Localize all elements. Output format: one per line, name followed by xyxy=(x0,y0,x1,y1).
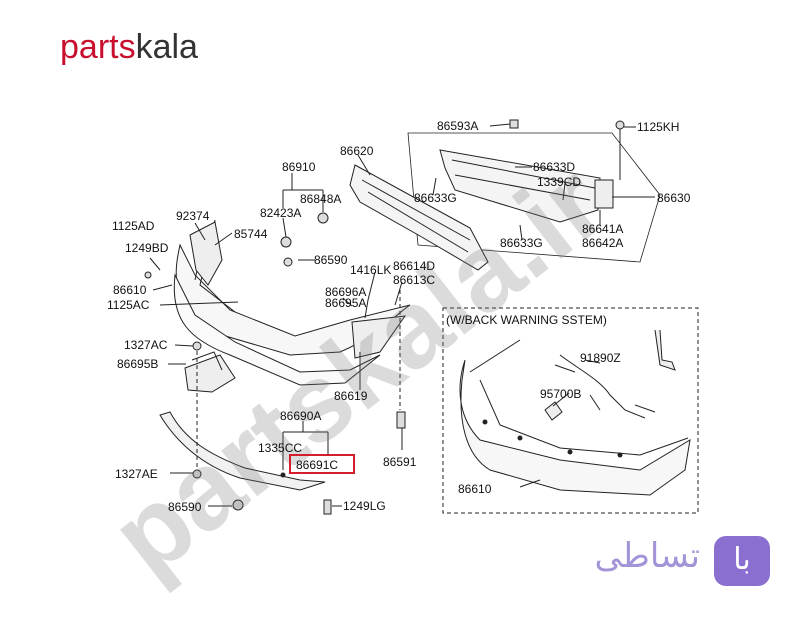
bumper-with-sensors xyxy=(459,359,691,496)
sensor-95700B xyxy=(544,401,563,421)
callout-82423A: 82423A xyxy=(260,206,301,220)
clip-86593A xyxy=(509,119,519,129)
lower-bracket xyxy=(184,354,236,393)
callout-1125KH: 1125KH xyxy=(637,120,679,134)
callout-86590-a: 86590 xyxy=(314,253,348,267)
callout-1339CD: 1339CD xyxy=(537,175,581,189)
section-title: (W/BACK WARNING SSTEM) xyxy=(446,313,607,327)
lower-garnish xyxy=(159,411,326,491)
clip-86590 xyxy=(283,257,293,267)
callout-86591: 86591 xyxy=(383,455,417,469)
callout-86610-b: 86610 xyxy=(458,482,492,496)
callout-85744: 85744 xyxy=(234,227,268,241)
partskala-logo: partskala xyxy=(60,28,198,66)
bumper-cover-lower xyxy=(173,273,381,386)
callout-1125AD: 1125AD xyxy=(112,219,155,233)
callout-86614D: 86614D xyxy=(393,259,435,273)
callout-86695A: 86695A xyxy=(325,296,366,310)
screw-1249BD xyxy=(144,271,152,279)
callout-86910: 86910 xyxy=(282,160,316,174)
callout-86848A: 86848A xyxy=(300,192,341,206)
callout-86642A: 86642A xyxy=(582,236,623,250)
callout-1125AC: 1125AC xyxy=(107,298,150,312)
sensor-wiring xyxy=(554,354,656,419)
callout-86691C: 86691C xyxy=(296,458,338,472)
callout-86593A: 86593A xyxy=(437,119,478,133)
callout-86695B: 86695B xyxy=(117,357,158,371)
screw-1327AC xyxy=(192,341,202,351)
warning-system-box xyxy=(442,307,699,514)
callout-1249LG: 1249LG xyxy=(343,499,386,513)
side-bracket-left xyxy=(189,221,223,286)
callout-1416LK: 1416LK xyxy=(350,263,391,277)
callout-86690A: 86690A xyxy=(280,409,321,423)
grommet-82423A xyxy=(280,236,292,248)
reflector xyxy=(351,315,407,359)
callout-95700B: 95700B xyxy=(540,387,581,401)
callout-86641A: 86641A xyxy=(582,222,623,236)
callout-86590-b: 86590 xyxy=(168,500,202,514)
callout-86633G-b: 86633G xyxy=(500,236,543,250)
bolt-86591 xyxy=(396,411,406,429)
callout-92374: 92374 xyxy=(176,209,210,223)
callout-86696A: 86696A xyxy=(325,285,366,299)
callout-86610-a: 86610 xyxy=(113,283,147,297)
callout-86620: 86620 xyxy=(340,144,374,158)
bolt-1125KH xyxy=(615,120,625,130)
basalti-brand: تساطی با xyxy=(545,532,770,592)
callout-1327AE: 1327AE xyxy=(115,467,158,481)
callout-1249BD: 1249BD xyxy=(125,241,169,255)
highlight-box-86691C xyxy=(289,454,355,474)
bracket-86641A xyxy=(594,179,614,209)
callout-91890Z: 91890Z xyxy=(580,351,621,365)
clip-86590-lower xyxy=(232,499,244,511)
callout-86630: 86630 xyxy=(657,191,691,205)
brand-name: تساطی xyxy=(594,536,700,576)
rear-reinforcement-beam xyxy=(439,149,601,223)
callout-86613C: 86613C xyxy=(393,273,435,287)
callout-1335CC: 1335CC xyxy=(258,441,302,455)
bolt-1249LG xyxy=(323,499,332,515)
watermark-text: partskala.ir xyxy=(89,141,627,599)
screw-1327AE xyxy=(192,469,202,479)
clip-86848A xyxy=(317,212,329,224)
callout-86619: 86619 xyxy=(334,389,368,403)
callout-86633G-a: 86633G xyxy=(414,191,457,205)
brand-logo-box: با xyxy=(714,536,770,586)
callout-86633D: 86633D xyxy=(533,160,575,174)
bracket-right xyxy=(654,329,676,371)
callout-1327AC: 1327AC xyxy=(124,338,168,352)
